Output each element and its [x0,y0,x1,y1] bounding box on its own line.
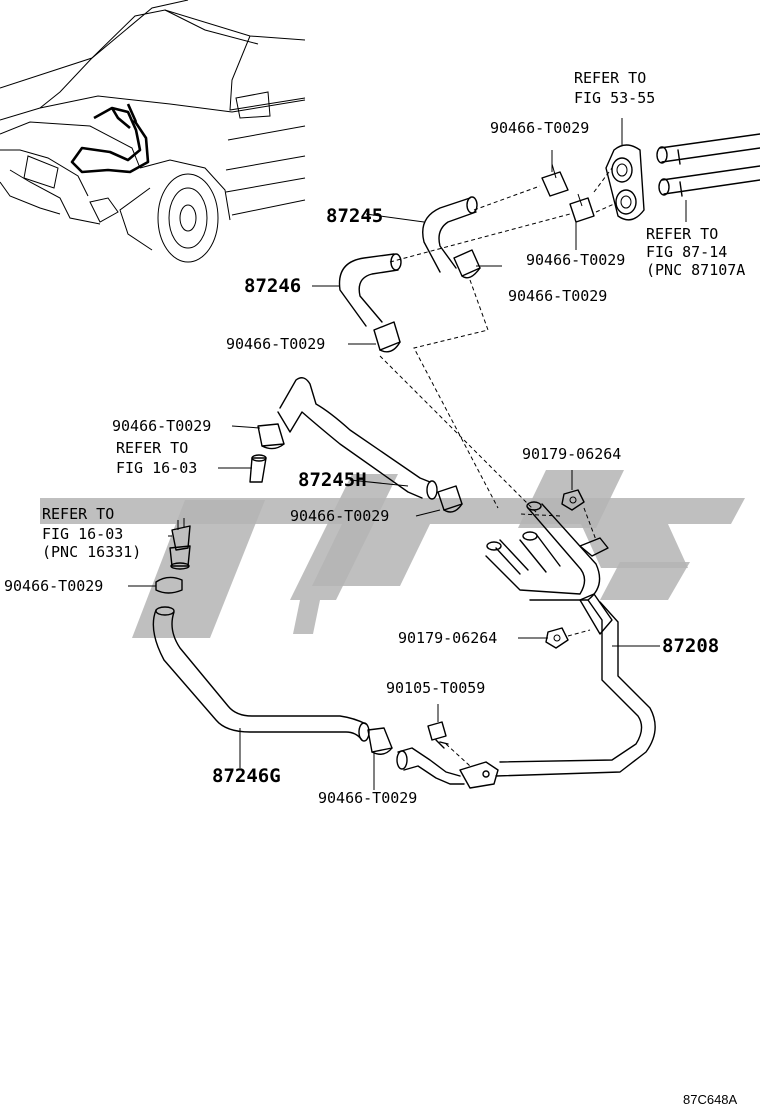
label-87208[interactable]: 87208 [662,635,720,657]
label-clamp-outlet-upper[interactable]: 90466-T0029 [490,119,590,137]
label-nut-upper[interactable]: 90179-06264 [522,445,622,463]
nut-upper [561,470,597,541]
label-87246[interactable]: 87246 [244,275,302,297]
label-clamp-left-lower[interactable]: 90466-T0029 [4,577,104,595]
label-nut-lower[interactable]: 90179-06264 [398,629,498,647]
nut-lower [518,627,591,649]
hose-87246 [312,253,402,327]
label-clamp-outlet-lower[interactable]: 90466-T0029 [526,251,626,269]
clamp-outlet-lower [569,193,595,250]
watermark-logo [40,470,745,638]
clamp-upper-hose-87246 [348,321,401,353]
clamp-upper-hose-87245 [453,249,502,279]
label-87245h[interactable]: 87245H [298,469,367,491]
label-clamp-hose-87246[interactable]: 90466-T0029 [226,335,326,353]
clamp-hose-87245h [415,485,463,517]
diagram-code: 87C648A [683,1092,738,1107]
vehicle-sketch [0,0,306,263]
clamp-left-lower [128,576,183,594]
ref-fig-87-14-line1: REFER TO [646,225,719,243]
clamp-hose-87246g [367,727,393,790]
ref-fig-53-55-line1: REFER TO [574,69,647,87]
label-clamp-hose-87245h[interactable]: 90466-T0029 [290,507,390,525]
hose-87245 [365,196,478,273]
label-bolt[interactable]: 90105-T0059 [386,679,486,697]
label-87246g[interactable]: 87246G [212,765,281,787]
pipe-end-lower [396,747,499,789]
ref-fig-16-03-b-line3: (PNC 16331) [42,543,142,561]
pipe-stub-upper [218,454,267,483]
water-fitting-16331 [168,518,191,570]
bolt-90105 [427,704,471,767]
label-clamp-hose-87246g[interactable]: 90466-T0029 [318,789,418,807]
ref-fig-87-14-line3: (PNC 87107A [646,261,746,279]
ref-fig-87-14-line2: FIG 87-14 [646,243,728,261]
label-clamp-left-upper[interactable]: 90466-T0029 [112,417,212,435]
ref-fig-16-03-b-line1: REFER TO [42,505,115,523]
label-clamp-hose-87245[interactable]: 90466-T0029 [508,287,608,305]
ref-fig-16-03-a-line1: REFER TO [116,439,189,457]
ref-fig-16-03-b-line2: FIG 16-03 [42,525,124,543]
ref-fig-53-55-line2: FIG 53-55 [574,89,656,107]
clamp-outlet-upper [541,150,569,197]
ref-fig-16-03-a-line2: FIG 16-03 [116,459,198,477]
heater-water-pipe-87208 [485,501,660,777]
label-87245[interactable]: 87245 [326,205,384,227]
hose-87245h [277,377,438,500]
clamp-left-upper [231,423,285,450]
coolant-outlet-plate [605,118,645,221]
heater-pipes-right [656,133,760,222]
